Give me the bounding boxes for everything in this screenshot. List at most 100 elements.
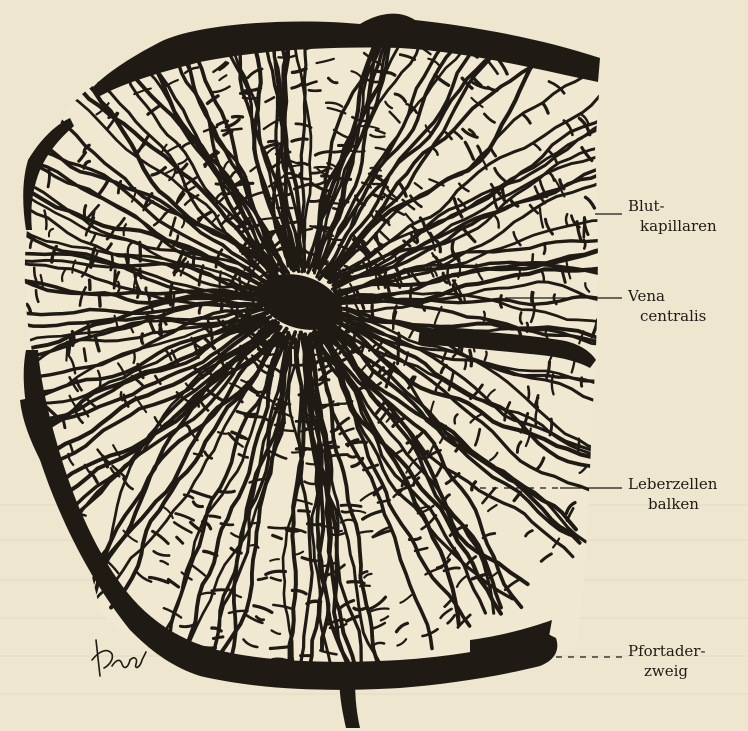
capillary-strand xyxy=(348,582,364,584)
label-pfortaderzweig-line2: zweig xyxy=(628,661,706,681)
capillary-strand xyxy=(351,151,365,152)
capillary-strand xyxy=(410,286,411,305)
capillary-strand xyxy=(318,8,328,9)
capillary-strand xyxy=(388,281,389,291)
label-blutkapillaren: Blut- kapillaren xyxy=(628,196,717,236)
capillary-strand xyxy=(48,169,49,187)
capillary-strand xyxy=(283,342,294,343)
label-vena-centralis: Vena centralis xyxy=(628,286,706,326)
capillary-strand xyxy=(349,456,358,458)
capillary-strand xyxy=(596,420,598,433)
capillary-strand xyxy=(36,540,43,550)
capillary-strand xyxy=(271,341,286,342)
capillary-strand xyxy=(603,146,608,155)
capillary-strand xyxy=(584,240,585,249)
capillary-strand xyxy=(360,586,370,587)
capillary-strand xyxy=(114,271,115,286)
capillary-strand xyxy=(5,365,15,382)
label-leberzellenbalken: Leberzellen balken xyxy=(628,474,717,514)
capillary-strand xyxy=(220,298,222,310)
capillary-strand xyxy=(446,0,461,2)
capillary-strand xyxy=(303,403,319,404)
capillary-strand xyxy=(268,141,276,142)
capillary-strand xyxy=(307,463,319,464)
capillary-strand xyxy=(532,254,533,267)
capillary-strand xyxy=(452,242,454,257)
capillary-strand xyxy=(243,98,257,99)
label-leberzellenbalken-line1: Leberzellen xyxy=(628,474,717,494)
capillary-strand xyxy=(296,421,308,422)
capillary-strand xyxy=(18,316,20,324)
capillary-strand xyxy=(133,26,148,38)
capillary-strand xyxy=(355,0,364,3)
capillary-strand xyxy=(290,9,307,10)
capillary-strand xyxy=(340,200,348,202)
capillary-strand xyxy=(245,416,259,418)
capillary-strand xyxy=(270,647,288,649)
capillary-strand xyxy=(339,145,354,146)
capillary-strand xyxy=(341,505,361,506)
capillary-strand xyxy=(25,501,36,512)
capillary-strand xyxy=(84,349,86,361)
capillary-strand xyxy=(500,296,501,308)
capillary-strand xyxy=(286,530,299,532)
capillary-strand xyxy=(19,222,25,232)
label-pfortaderzweig-line1: Pfortader- xyxy=(628,641,706,661)
label-vena-centralis-line1: Vena xyxy=(628,286,706,306)
capillary-strand xyxy=(193,252,194,269)
capillary-strand xyxy=(269,231,280,233)
capillary-strand xyxy=(26,470,38,486)
capillary-strand xyxy=(23,335,25,349)
capillary-strand xyxy=(0,478,2,489)
capillary-strand xyxy=(24,508,34,521)
capillary-strand xyxy=(599,355,606,373)
capillary-strand xyxy=(550,419,552,435)
capillary-strand xyxy=(309,90,321,91)
capillary-strand xyxy=(84,206,85,217)
capillary-strand xyxy=(221,524,233,525)
capillary-strand xyxy=(484,312,485,321)
label-vena-centralis-line2: centralis xyxy=(628,306,706,326)
capillary-strand xyxy=(91,68,101,72)
capillary-strand xyxy=(307,524,321,525)
capillary-strand xyxy=(0,214,6,226)
capillary-strand xyxy=(531,292,532,302)
capillary-strand xyxy=(2,110,6,117)
capillary-strand xyxy=(23,331,26,346)
capillary-strand xyxy=(642,248,644,263)
capillary-strand xyxy=(86,20,96,32)
capillary-strand xyxy=(610,181,618,197)
capillary-strand xyxy=(607,316,610,328)
capillary-strand xyxy=(61,83,68,90)
capillary-strand xyxy=(39,118,48,126)
label-blutkapillaren-line2: kapillaren xyxy=(628,216,717,236)
capillary-strand xyxy=(528,387,529,400)
capillary-strand xyxy=(147,17,162,25)
capillary-strand xyxy=(130,23,148,26)
capillary-strand xyxy=(213,637,223,639)
capillary-strand xyxy=(239,278,241,291)
label-pfortaderzweig: Pfortader- zweig xyxy=(628,641,706,681)
capillary-strand xyxy=(510,13,521,22)
capillary-strand xyxy=(145,24,160,35)
capillary-strand xyxy=(42,125,48,135)
capillary-strand xyxy=(210,516,220,518)
capillary-strand xyxy=(220,271,221,287)
capillary-strand xyxy=(299,511,310,512)
capillary-strand xyxy=(171,27,185,30)
capillary-strand xyxy=(0,199,4,207)
capillary-strand xyxy=(43,117,49,127)
capillary-strand xyxy=(289,365,308,366)
capillary-strand xyxy=(102,45,110,51)
capillary-strand xyxy=(274,409,284,410)
capillary-strand xyxy=(464,295,465,303)
capillary-strand xyxy=(86,76,91,83)
capillary-strand xyxy=(6,86,11,96)
capillary-strand xyxy=(118,282,119,292)
capillary-strand xyxy=(465,360,466,369)
label-leberzellenbalken-line2: balken xyxy=(628,494,717,514)
capillary-strand xyxy=(332,177,351,179)
capillary-strand xyxy=(342,511,353,513)
capillary-strand xyxy=(233,117,243,118)
